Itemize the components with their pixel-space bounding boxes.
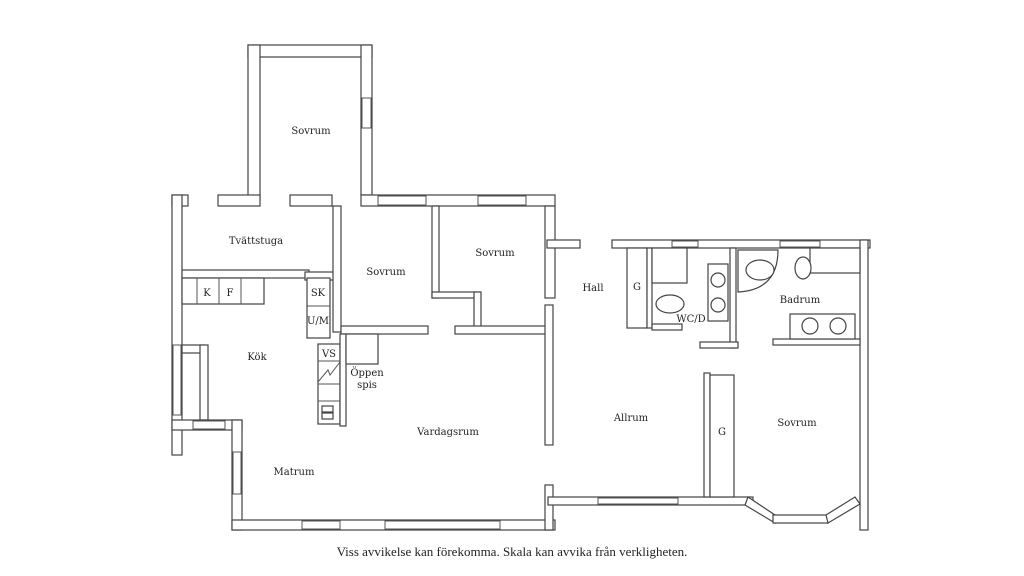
room-label: Sovrum	[366, 267, 406, 278]
room-label: Vardagsrum	[416, 427, 479, 438]
fixture-label: G	[633, 282, 641, 293]
fixture-label: G	[718, 427, 726, 438]
room-label: Allrum	[613, 413, 649, 424]
sink-icon	[801, 317, 819, 335]
fireplace	[345, 333, 379, 365]
room-label: Öppen	[350, 367, 384, 379]
window	[597, 497, 679, 505]
room-label: Kök	[247, 352, 267, 363]
fixture-label: VS	[321, 349, 336, 360]
window	[172, 344, 182, 416]
window	[361, 97, 372, 129]
window	[377, 195, 427, 206]
room-label: Tvättstuga	[229, 236, 283, 247]
disclaimer-caption: Viss avvikelse kan förekomma. Skala kan …	[336, 544, 688, 559]
toilet-icon	[655, 294, 685, 314]
toilet-icon	[794, 256, 812, 280]
window	[301, 520, 341, 530]
room-label: Hall	[582, 283, 603, 294]
room-label: spis	[357, 380, 377, 391]
fixture-label: F	[227, 288, 234, 299]
fixture-label: U/M	[307, 316, 329, 327]
fixture-label: SK	[311, 288, 326, 299]
closet	[709, 374, 735, 498]
sink-icon	[829, 317, 847, 335]
window	[384, 520, 501, 530]
room-label: Badrum	[780, 295, 821, 306]
room-label: WC/D	[676, 314, 705, 325]
window	[192, 420, 226, 430]
window	[232, 451, 242, 495]
sink-icon	[710, 272, 726, 288]
room-label: Sovrum	[291, 126, 331, 137]
room-labels: Sovrum Tvättstuga Sovrum Sovrum Hall WC/…	[203, 126, 820, 478]
sink-icon	[710, 297, 726, 313]
window	[779, 240, 821, 248]
room-label: Sovrum	[475, 248, 515, 259]
fixture-label: K	[203, 288, 211, 299]
room-label: Matrum	[274, 467, 315, 478]
walls	[171, 44, 871, 531]
window	[477, 195, 527, 206]
room-label: Sovrum	[777, 418, 817, 429]
window	[671, 240, 699, 248]
